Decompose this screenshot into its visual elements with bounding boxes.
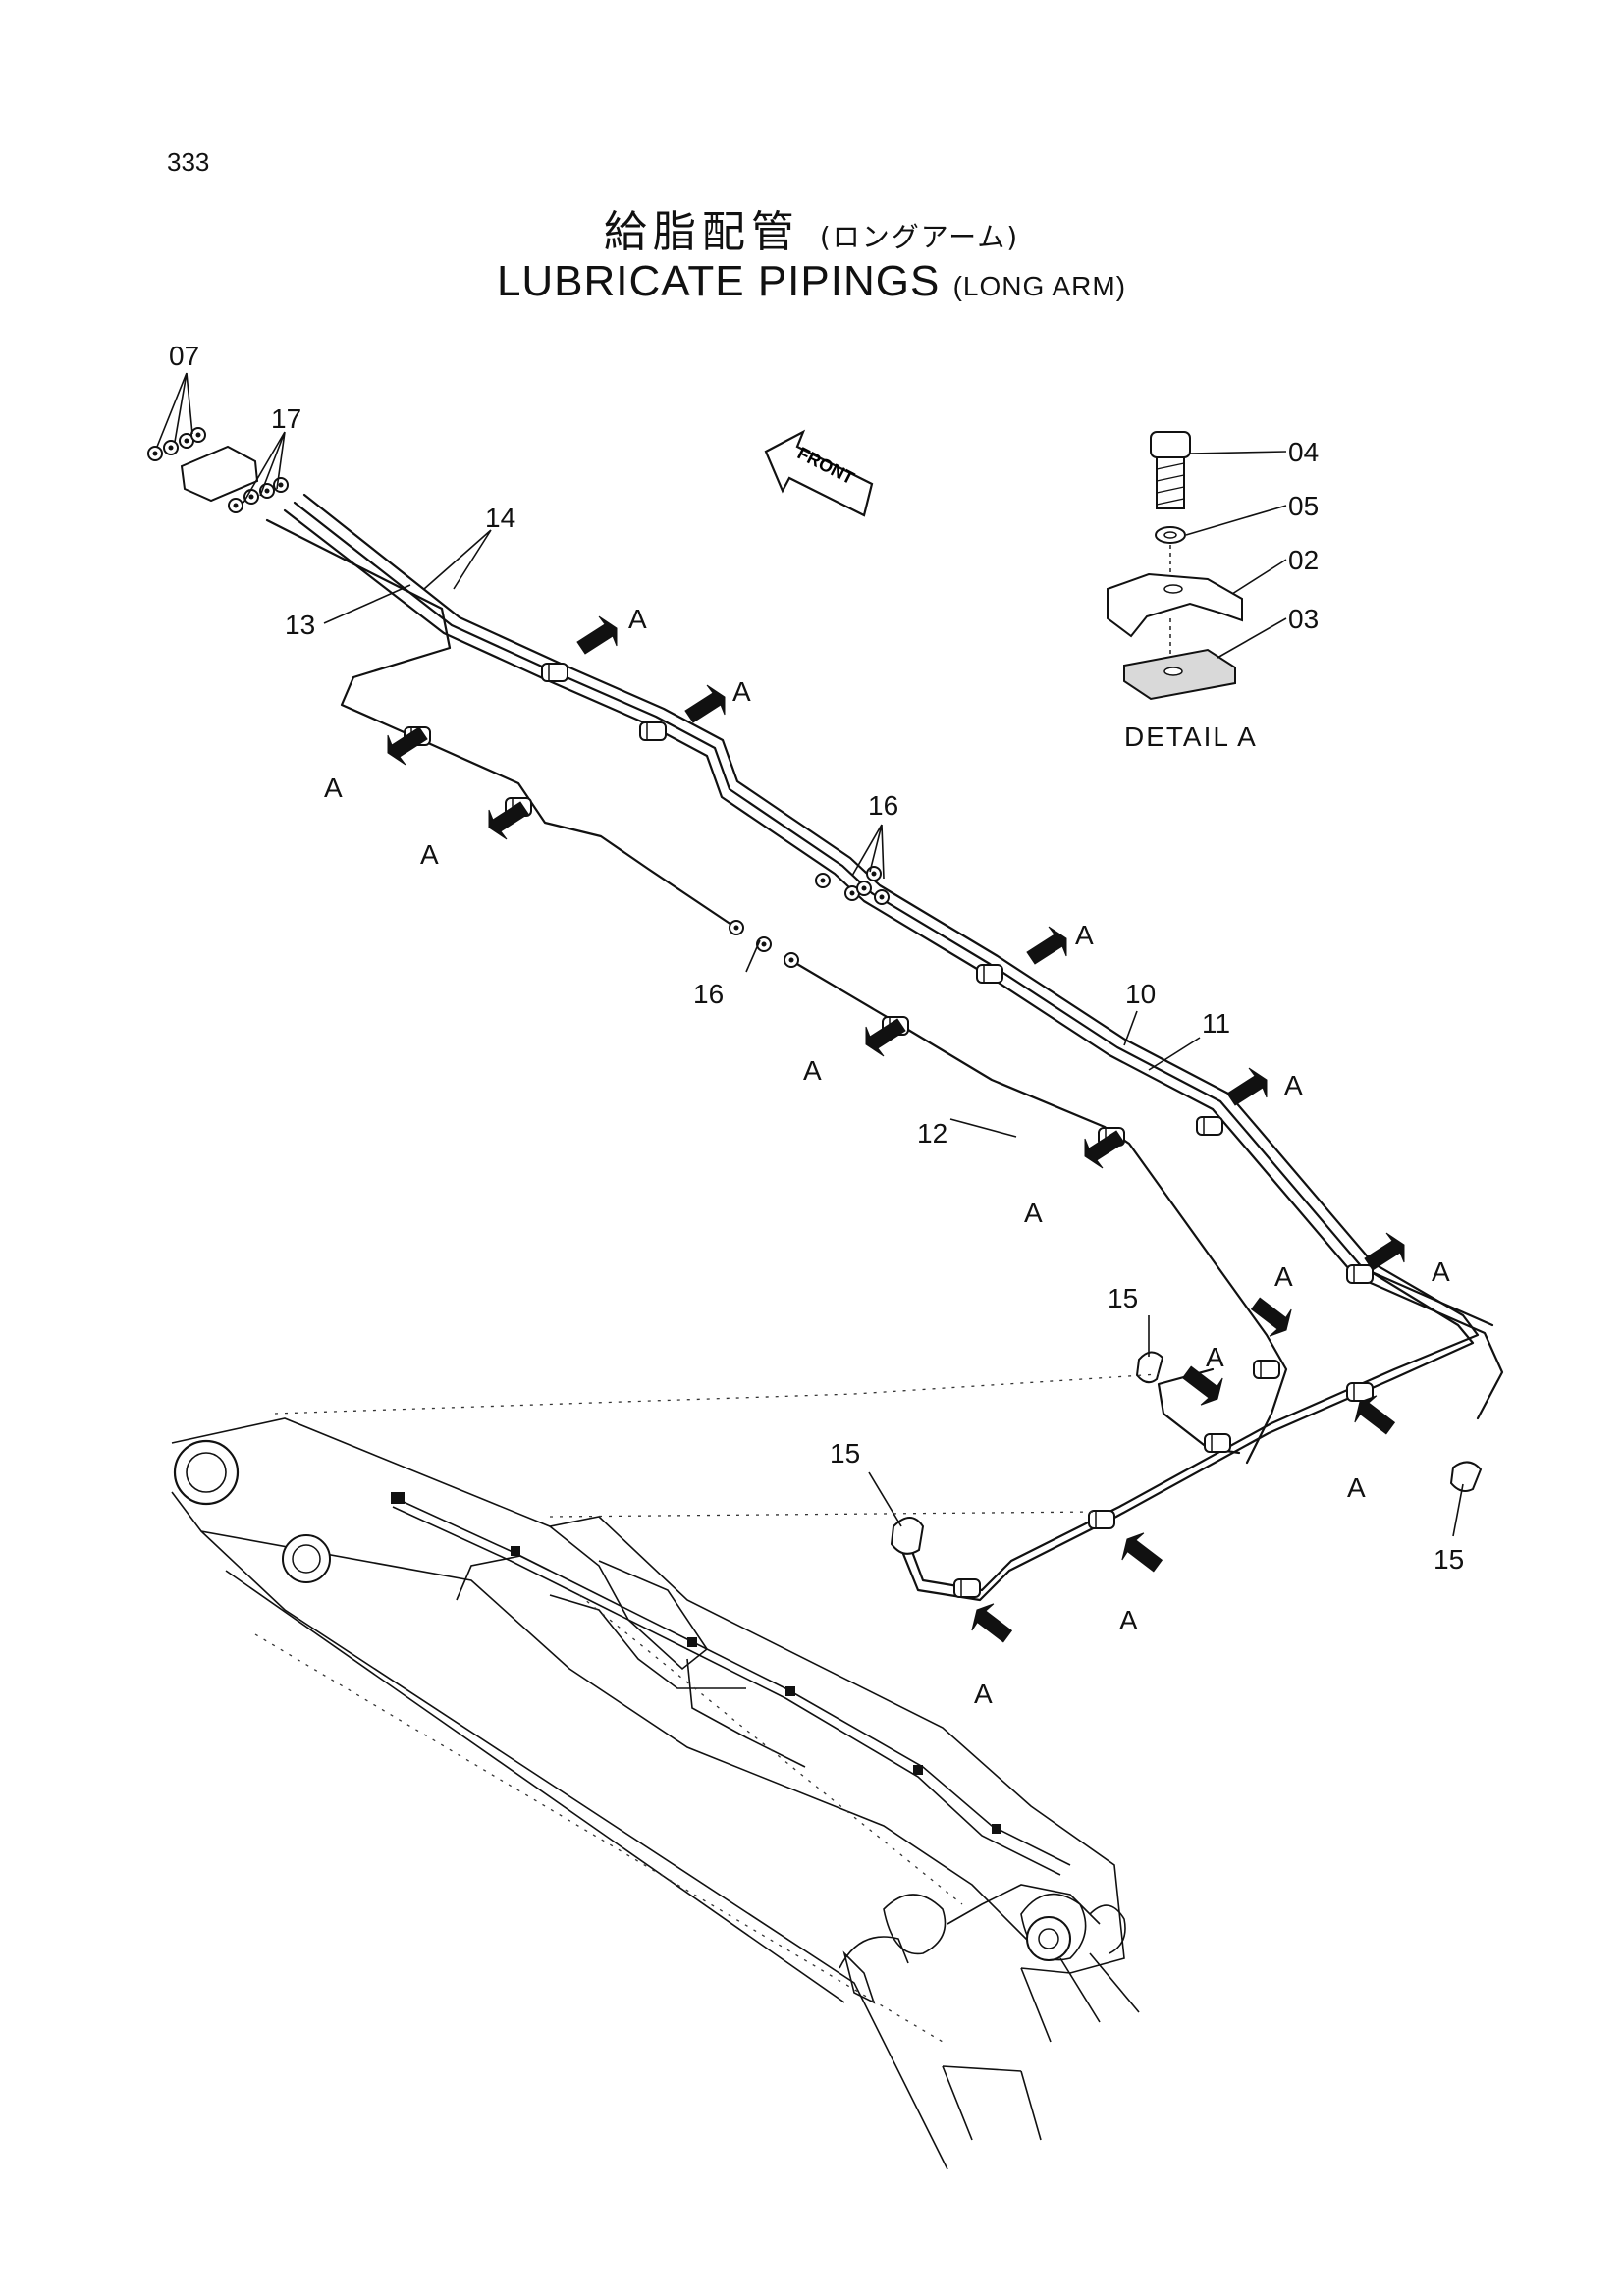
union-nuts xyxy=(729,866,890,968)
arrow-a-icon xyxy=(965,1600,1015,1652)
arrow-a-icon xyxy=(1026,926,1067,965)
detail-labels: 04 05 02 03 DETAIL A xyxy=(1124,437,1319,752)
title-japanese: 給脂配管 (ロングアーム) xyxy=(0,196,1623,259)
arrow-a-label: A xyxy=(324,773,343,803)
part-label: 11 xyxy=(1202,1008,1230,1039)
leader-lines xyxy=(156,372,1464,1537)
detail-a-assembly xyxy=(1107,431,1287,701)
part-label: 15 xyxy=(1108,1283,1138,1313)
arm-pipework xyxy=(391,1492,1101,1925)
part-label: 07 xyxy=(169,341,199,371)
detail-a-callouts: A A A A A A A A A A A A A A xyxy=(324,604,1450,1709)
arrow-a-label: A xyxy=(628,604,647,634)
arrow-a-label: A xyxy=(1075,920,1094,950)
title-english-main: LUBRICATE PIPINGS xyxy=(496,257,941,305)
arm-outline xyxy=(171,1417,1140,2170)
title-japanese-main: 給脂配管 xyxy=(603,207,800,257)
arrow-a-label: A xyxy=(1274,1261,1293,1292)
arrow-a-icon xyxy=(684,684,726,723)
title-japanese-sub: (ロングアーム) xyxy=(819,221,1020,253)
detail-part-label: 03 xyxy=(1288,604,1319,634)
fitting-block xyxy=(147,427,289,513)
reference-lines xyxy=(254,1373,1160,2043)
arrow-a-label: A xyxy=(1432,1256,1450,1287)
arrow-a-label: A xyxy=(1347,1472,1366,1503)
arrow-a-icon xyxy=(576,615,618,655)
part-label: 10 xyxy=(1125,979,1156,1009)
page-number: 333 xyxy=(167,147,210,177)
part-label: 16 xyxy=(868,790,898,821)
part-label: 14 xyxy=(485,503,515,533)
arrow-a-label: A xyxy=(1024,1198,1043,1228)
part-label: 13 xyxy=(285,610,315,640)
arrow-a-label: A xyxy=(1119,1605,1138,1635)
part-label: 15 xyxy=(830,1438,860,1468)
arrow-a-icon xyxy=(1115,1529,1165,1581)
elbow-fittings xyxy=(890,1351,1483,1555)
detail-part-label: 04 xyxy=(1288,437,1319,467)
detail-part-label: 05 xyxy=(1288,491,1319,521)
part-labels: 07 17 14 13 16 16 10 11 12 15 15 15 xyxy=(169,341,1464,1575)
arrow-a-icon xyxy=(1226,1067,1268,1106)
arrow-a-label: A xyxy=(1284,1070,1303,1100)
title-english-sub: (LONG ARM) xyxy=(952,271,1127,301)
detail-part-label: 02 xyxy=(1288,545,1319,575)
arrow-a-label: A xyxy=(732,676,751,707)
arrow-a-icon xyxy=(1364,1232,1405,1271)
part-label: 17 xyxy=(271,403,301,434)
arrow-a-label: A xyxy=(974,1679,993,1709)
arrow-a-label: A xyxy=(1206,1342,1224,1372)
pipe-12 xyxy=(784,955,1288,1465)
pipe-lower xyxy=(899,1259,1480,1602)
part-label: 15 xyxy=(1434,1544,1464,1575)
detail-caption: DETAIL A xyxy=(1124,721,1258,752)
pipe-bundle-upper xyxy=(283,493,1504,1420)
part-label: 16 xyxy=(693,979,724,1009)
title-english: LUBRICATE PIPINGS (LONG ARM) xyxy=(0,257,1623,306)
arrow-a-label: A xyxy=(420,839,439,870)
arrow-a-label: A xyxy=(803,1055,822,1086)
part-label: 12 xyxy=(917,1118,947,1148)
front-direction-arrow: FRONT xyxy=(764,429,874,517)
arrow-a-icon xyxy=(1248,1288,1298,1340)
